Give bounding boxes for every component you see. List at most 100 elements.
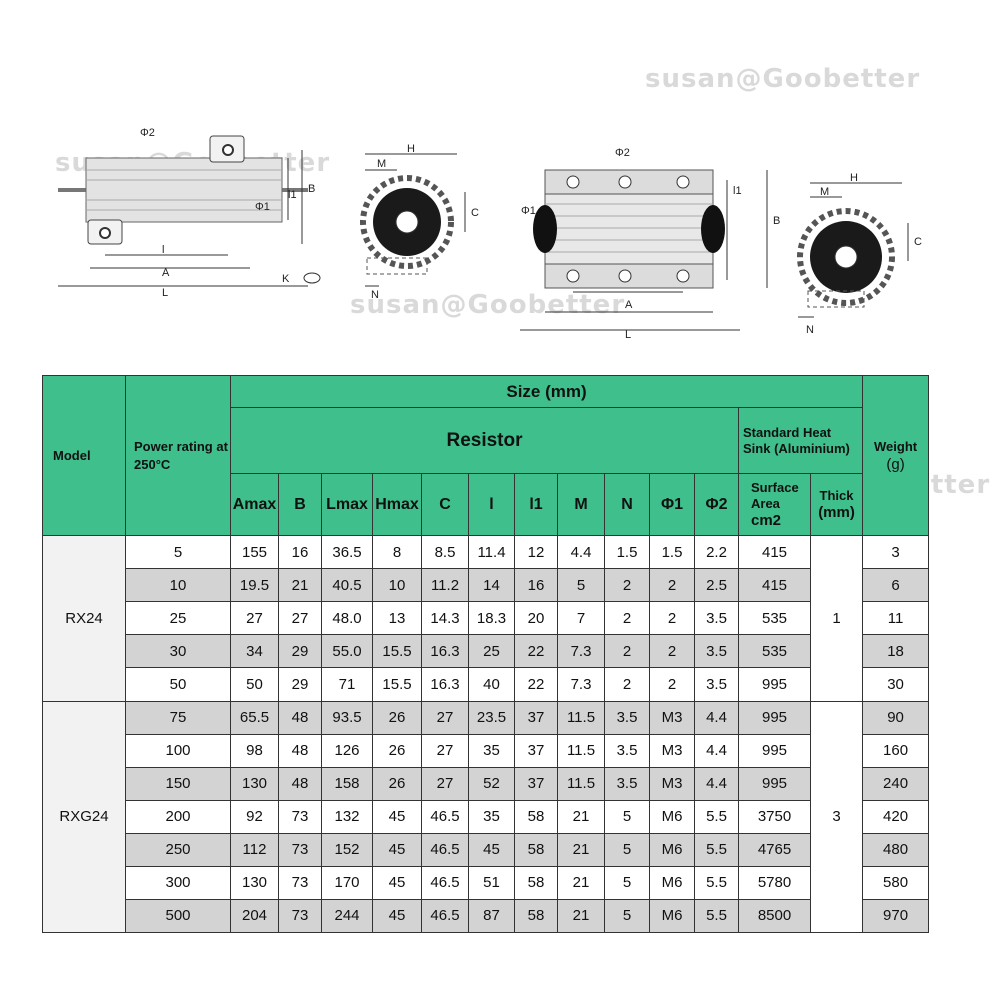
value-cell: 45 xyxy=(468,832,515,867)
value-cell: 244 xyxy=(321,898,373,934)
value-cell: 3.5 xyxy=(604,700,650,735)
model-cell: RXG24 xyxy=(42,700,126,933)
value-cell: 3.5 xyxy=(604,733,650,768)
column-header: Lmax xyxy=(321,473,373,537)
watermark: susan@Goobetter xyxy=(645,64,921,94)
rx24-side-drawing: Φ2 Φ1 B l1 l A L K xyxy=(58,127,321,299)
watermark: susan@Goobetter xyxy=(350,290,626,320)
value-cell: 5 xyxy=(604,898,650,934)
weight-cell: 580 xyxy=(862,865,930,900)
value-cell: 48 xyxy=(278,700,322,735)
column-header: B xyxy=(278,473,322,537)
surface-cell: 8500 xyxy=(738,898,811,934)
weight-cell: 30 xyxy=(862,667,930,702)
value-cell: 73 xyxy=(278,898,322,934)
value-cell: 7 xyxy=(557,601,605,636)
thick-header: Thick(mm) xyxy=(809,473,864,537)
power-cell: 25 xyxy=(125,601,231,636)
value-cell: 5.5 xyxy=(694,799,739,834)
surface-cell: 4765 xyxy=(738,832,811,867)
weight-cell: 240 xyxy=(862,766,930,801)
value-cell: M6 xyxy=(649,898,695,934)
value-cell: 3.5 xyxy=(604,766,650,801)
model-cell: RX24 xyxy=(42,535,126,702)
value-cell: 2 xyxy=(604,568,650,603)
value-cell: 27 xyxy=(230,601,279,636)
value-cell: 26 xyxy=(372,733,422,768)
value-cell: 19.5 xyxy=(230,568,279,603)
value-cell: 1.5 xyxy=(649,535,695,570)
value-cell: 73 xyxy=(278,832,322,867)
value-cell: 52 xyxy=(468,766,515,801)
surface-cell: 995 xyxy=(738,766,811,801)
value-cell: 2 xyxy=(604,634,650,669)
value-cell: 4.4 xyxy=(694,766,739,801)
value-cell: 7.3 xyxy=(557,634,605,669)
label-phi2: Φ2 xyxy=(140,127,155,139)
value-cell: 11.5 xyxy=(557,700,605,735)
value-cell: 3.5 xyxy=(694,601,739,636)
value-cell: 93.5 xyxy=(321,700,373,735)
value-cell: M3 xyxy=(649,766,695,801)
value-cell: 26 xyxy=(372,700,422,735)
value-cell: 45 xyxy=(372,865,422,900)
value-cell: 5.5 xyxy=(694,898,739,934)
value-cell: 21 xyxy=(557,832,605,867)
label-phi2: Φ2 xyxy=(615,147,630,159)
power-cell: 75 xyxy=(125,700,231,735)
value-cell: 2.5 xyxy=(694,568,739,603)
label-C: C xyxy=(914,236,922,248)
value-cell: 155 xyxy=(230,535,279,570)
value-cell: 46.5 xyxy=(421,898,469,934)
value-cell: 152 xyxy=(321,832,373,867)
value-cell: 15.5 xyxy=(372,667,422,702)
column-header: l xyxy=(468,473,515,537)
label-L: L xyxy=(162,287,168,299)
label-screw: K xyxy=(282,273,290,285)
value-cell: 11.5 xyxy=(557,733,605,768)
value-cell: M3 xyxy=(649,733,695,768)
column-header: l1 xyxy=(514,473,558,537)
value-cell: 5 xyxy=(604,799,650,834)
surface-cell: 5780 xyxy=(738,865,811,900)
label-L: L xyxy=(625,329,631,340)
value-cell: 25 xyxy=(468,634,515,669)
weight-cell: 18 xyxy=(862,634,930,669)
value-cell: 48 xyxy=(278,733,322,768)
value-cell: 14 xyxy=(468,568,515,603)
heatsink-header: Standard Heat Sink (Aluminium) xyxy=(737,407,864,475)
value-cell: 45 xyxy=(372,799,422,834)
value-cell: 51 xyxy=(468,865,515,900)
label-phi1: Φ1 xyxy=(255,201,270,213)
label-N: N xyxy=(371,289,379,300)
label-A: A xyxy=(625,299,633,311)
rx24-end-drawing: H M C N xyxy=(360,143,479,300)
value-cell: 20 xyxy=(514,601,558,636)
value-cell: 36.5 xyxy=(321,535,373,570)
value-cell: 98 xyxy=(230,733,279,768)
label-B: B xyxy=(773,215,780,227)
value-cell: 35 xyxy=(468,733,515,768)
label-M: M xyxy=(820,186,829,198)
value-cell: 37 xyxy=(514,700,558,735)
power-header: Power rating at 250°C xyxy=(125,374,231,537)
value-cell: 35 xyxy=(468,799,515,834)
value-cell: 58 xyxy=(514,865,558,900)
value-cell: 16.3 xyxy=(421,667,469,702)
surface-cell: 415 xyxy=(738,535,811,570)
thick-cell: 3 xyxy=(809,700,864,933)
value-cell: 15.5 xyxy=(372,634,422,669)
value-cell: 29 xyxy=(278,634,322,669)
size-header: Size (mm) xyxy=(229,374,864,409)
value-cell: M6 xyxy=(649,832,695,867)
resistor-header: Resistor xyxy=(230,407,739,475)
power-cell: 5 xyxy=(125,535,231,570)
value-cell: 8 xyxy=(372,535,422,570)
value-cell: 2 xyxy=(604,667,650,702)
value-cell: 2.2 xyxy=(694,535,739,570)
value-cell: 204 xyxy=(230,898,279,934)
label-M: M xyxy=(377,158,386,170)
